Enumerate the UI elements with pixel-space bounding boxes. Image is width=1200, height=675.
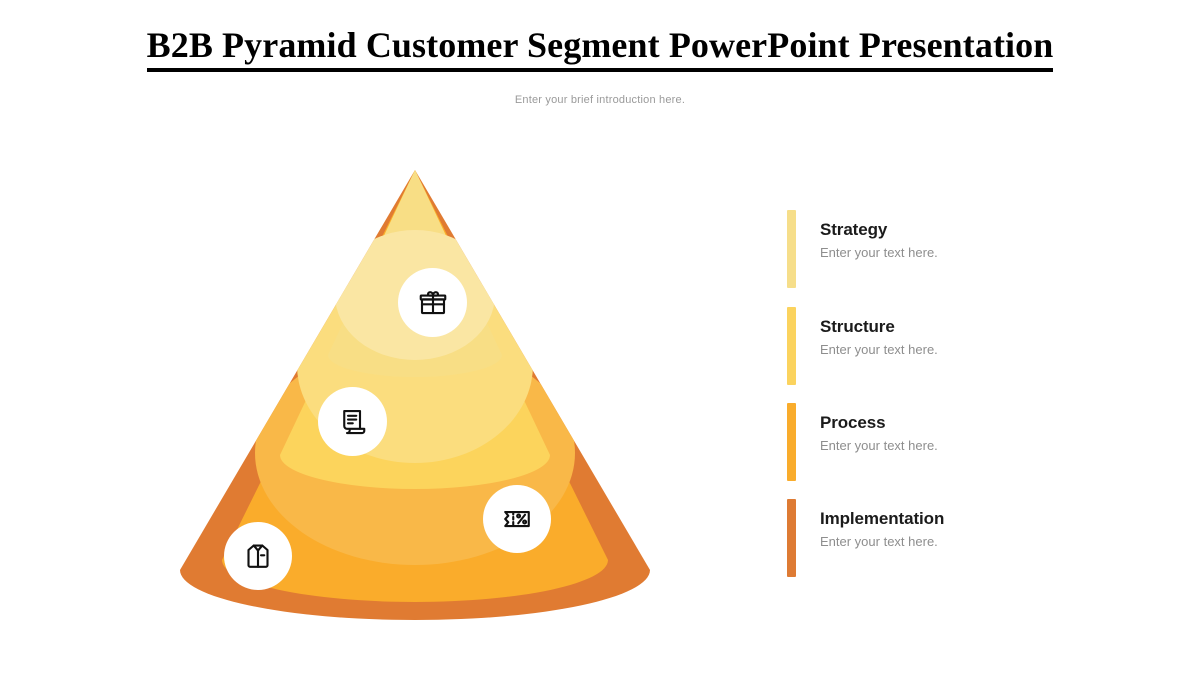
legend-item-strategy[interactable]: Strategy Enter your text here. <box>783 205 1113 288</box>
legend-color-bar-structure <box>787 307 796 385</box>
legend-title-process: Process <box>820 413 886 432</box>
legend-desc-implementation: Enter your text here. <box>820 534 938 549</box>
legend-title-implementation: Implementation <box>820 509 945 528</box>
legend-color-bar-strategy <box>787 210 796 288</box>
page-title-text: B2B Pyramid Customer Segment PowerPoint … <box>146 24 1054 72</box>
legend-text-implementation: Implementation Enter your text here. <box>820 508 1110 551</box>
cone-icon-bubble-structure[interactable] <box>318 387 387 456</box>
page-subtitle: Enter your brief introduction here. <box>0 90 1200 108</box>
legend-title-strategy: Strategy <box>820 220 888 239</box>
legend-desc-structure: Enter your text here. <box>820 342 938 357</box>
legend-title-structure: Structure <box>820 317 895 336</box>
legend-text-strategy: Strategy Enter your text here. <box>820 219 1110 262</box>
legend-color-bar-implementation <box>787 499 796 577</box>
legend-text-structure: Structure Enter your text here. <box>820 316 1110 359</box>
legend-item-process[interactable]: Process Enter your text here. <box>783 398 1113 481</box>
document-icon <box>342 409 365 434</box>
page-subtitle-text: Enter your brief introduction here. <box>514 94 686 106</box>
legend-color-bar-process <box>787 403 796 481</box>
legend-text-process: Process Enter your text here. <box>820 412 1110 455</box>
legend-list: Strategy Enter your text here. Structure… <box>783 205 1113 577</box>
legend-item-structure[interactable]: Structure Enter your text here. <box>783 302 1113 385</box>
legend-desc-strategy: Enter your text here. <box>820 245 938 260</box>
cone-icon-bubble-implementation[interactable] <box>224 522 292 590</box>
legend-desc-process: Enter your text here. <box>820 438 938 453</box>
page-title: B2B Pyramid Customer Segment PowerPoint … <box>0 24 1200 72</box>
shirt-icon <box>247 544 269 568</box>
cone-icon-bubble-process[interactable] <box>483 485 551 553</box>
gift-icon <box>419 290 446 314</box>
cone-icon-bubble-strategy[interactable] <box>398 268 467 337</box>
coupon-icon <box>504 510 530 528</box>
legend-item-implementation[interactable]: Implementation Enter your text here. <box>783 494 1113 577</box>
